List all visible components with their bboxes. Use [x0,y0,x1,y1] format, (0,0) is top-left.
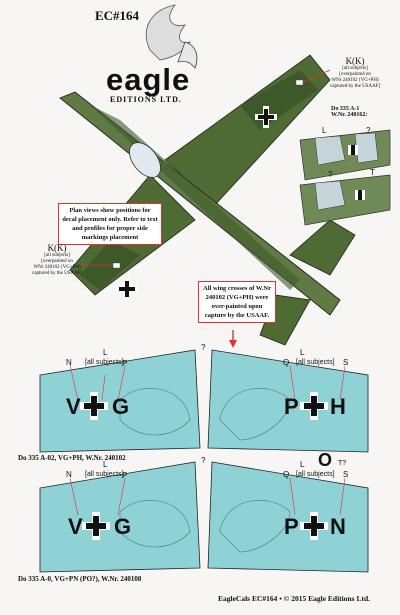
wing2-label-q: Q [283,470,290,479]
inset-letter-l: L [322,126,327,135]
wing2-center-mark: ? [201,456,206,465]
wing1-caption: Do 335 A-02, VG+PH, W.Nr. 240102 [18,454,126,462]
balkenkreuz-icon [255,106,277,128]
wing2-label-l-left: L [103,460,108,469]
wing1-label-l-left: L [103,348,108,357]
balkenkreuz-icon [300,512,328,540]
wing2-caption: Do 335 A-0, VG+PN (PO?), W.Nr. 240108 [18,575,142,583]
wing2-all-left: [all subjects] [85,471,124,478]
wing2-t-mark: T? [338,460,347,467]
inset-profile-bottom [299,174,391,226]
kk-label-left: K(K) [all subjects] [overpainted on WNr … [32,243,83,276]
do335-inset-label: Do 335 A-1 W.Nr. 240162: [331,106,368,118]
wing2-code-left-2: G [114,514,132,539]
inset-letter-q2: ? [328,170,333,179]
wing1-all-left: [all subjects] [85,359,124,366]
balkenkreuz-icon [82,512,110,540]
wing-set-2 [39,461,369,573]
wing2-big-o: O [318,450,333,470]
eagle-logo-icon [145,4,198,69]
wing-set-1 [39,349,369,453]
kk-marking-top [295,79,304,86]
logo-subtitle: EDITIONS LTD. [110,95,182,104]
balkenkreuz-icon [116,278,138,300]
inset-letter-t: T [370,168,375,177]
wing2-label-n: N [66,470,72,479]
inset-letter-q1: ? [366,126,371,135]
wing2-label-l-right: L [300,460,305,469]
wing1-label-l-right: L [300,348,305,357]
wing1-center-mark: ? [201,343,206,352]
aircraft-plan-view [59,54,356,346]
wing2-code-right-1: P [284,514,299,539]
wing1-label-p-left: P [122,359,128,368]
inset-profile-top [299,129,391,181]
kk-label-top: K(K) [all subjects] [overpainted on WNr … [330,56,381,89]
wing-crosses-note: All wing crosses of W.Nr 240102 (VG+PH) … [198,281,276,323]
wing1-label-q: Q [283,358,290,367]
wing1-label-s: S [343,358,349,367]
wing1-code-right-1: P [284,394,299,419]
plan-view-note: Plan views show positions for decal plac… [58,203,162,245]
wing2-label-p-left: P [122,471,128,480]
wing2-all-right: [all subjects] [296,471,335,478]
wing2-label-s: S [343,470,349,479]
wing2-code-left-1: V [68,514,83,539]
wing1-all-right: [all subjects] [296,359,335,366]
sheet-code: EC#164 [95,8,140,23]
wing1-code-left-1: V [66,394,81,419]
wing1-label-n: N [66,358,72,367]
balkenkreuz-icon [300,392,328,420]
wing1-code-left-2: G [112,394,130,419]
kk-marking-left [112,262,121,269]
footer-copyright: EagleCals EC#164 • © 2015 Eagle Editions… [218,594,370,603]
logo-wordmark: eagle [106,62,191,97]
wing1-code-right-2: H [330,394,346,419]
wing2-code-right-2: N [330,514,346,539]
balkenkreuz-icon [80,392,108,420]
